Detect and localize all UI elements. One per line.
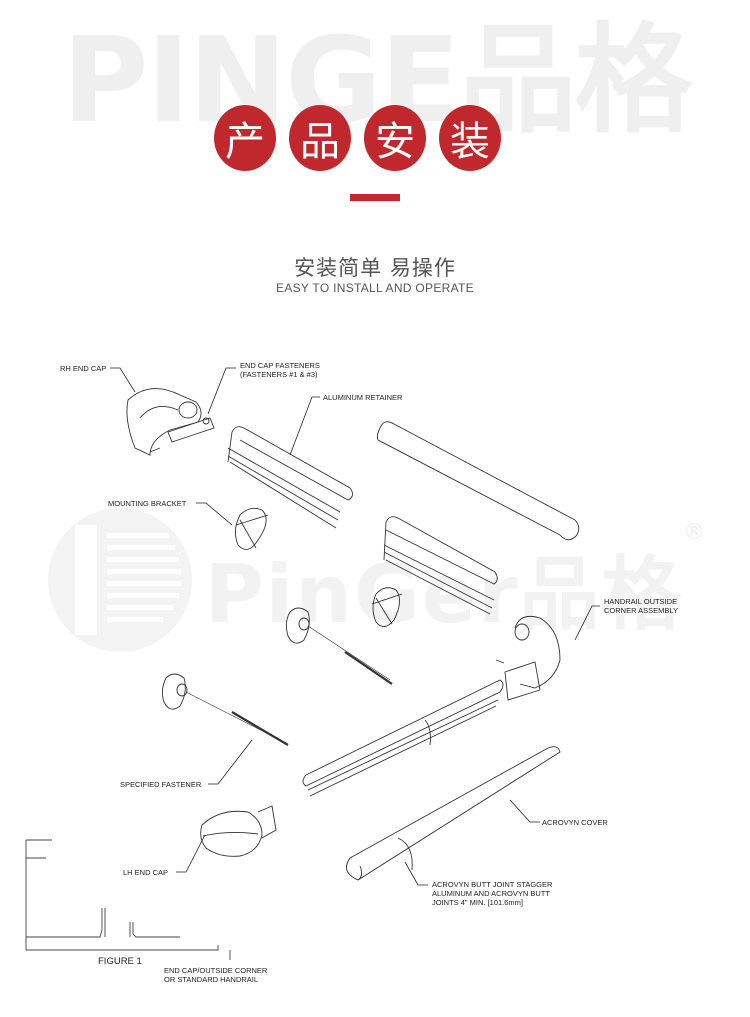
label-end-cap-note-1: END CAP/OUTSIDE CORNER (164, 966, 268, 975)
label-butt-joint-1: ACROVYN BUTT JOINT STAGGER (432, 880, 553, 889)
label-mounting-bracket: MOUNTING BRACKET (108, 499, 187, 508)
handrail-outside-corner-part (495, 615, 561, 701)
registered-mark: ® (683, 520, 705, 545)
aluminum-retainer-part-3 (302, 679, 504, 797)
pinger-logo-icon (48, 508, 192, 652)
aluminum-retainer-part-2 (383, 516, 498, 615)
pinger-watermark-text: PinGer品格 (205, 548, 684, 641)
title-badge: 安 (364, 105, 426, 171)
acrovyn-cover-part (376, 421, 580, 541)
subtitle-english: EASY TO INSTALL AND OPERATE (276, 281, 474, 295)
title-badge: 装 (439, 105, 501, 171)
label-end-cap-fasteners: END CAP FASTENERS (240, 361, 320, 370)
subtitle-chinese: 安装简单 易操作 (294, 256, 456, 280)
figure-1-schematic (25, 839, 231, 960)
label-end-cap-fasteners-sub: (FASTENERS #1 & #3) (240, 370, 318, 379)
label-corner-assembly: CORNER ASSEMBLY (604, 606, 679, 615)
acrovyn-cover-part-2 (345, 746, 561, 881)
rh-end-cap-part (126, 388, 215, 456)
bracket-with-fastener-part-2 (161, 673, 289, 746)
title-badge: 品 (289, 105, 351, 171)
mounting-bracket-part (235, 507, 269, 550)
handrail-exploded-diagram (25, 367, 600, 960)
label-aluminum-retainer: ALUMINUM RETAINER (323, 393, 403, 402)
label-lh-end-cap: LH END CAP (123, 868, 169, 877)
title-badges: 产 品 安 装 (214, 105, 501, 171)
label-handrail-outside: HANDRAIL OUTSIDE (604, 597, 678, 606)
label-butt-joint-3: JOINTS 4" MIN. [101.6mm] (432, 898, 524, 907)
title-badge: 产 (214, 105, 276, 171)
leader-lines (110, 367, 600, 886)
aluminum-retainer-part (227, 426, 353, 529)
label-butt-joint-2: ALUMINUM AND ACROVYN BUTT (432, 889, 550, 898)
bracket-with-fastener-part (285, 607, 393, 685)
mounting-bracket-part-2 (371, 587, 403, 627)
lh-end-cap-part (200, 805, 277, 857)
title-divider (350, 194, 400, 201)
label-specified-fastener: SPECIFIED FASTENER (120, 780, 202, 789)
label-end-cap-note-2: OR STANDARD HANDRAIL (164, 975, 259, 984)
label-figure-1: FIGURE 1 (98, 956, 142, 967)
label-acrovyn-cover: ACROVYN COVER (542, 818, 608, 827)
label-rh-end-cap: RH END CAP (60, 364, 107, 373)
